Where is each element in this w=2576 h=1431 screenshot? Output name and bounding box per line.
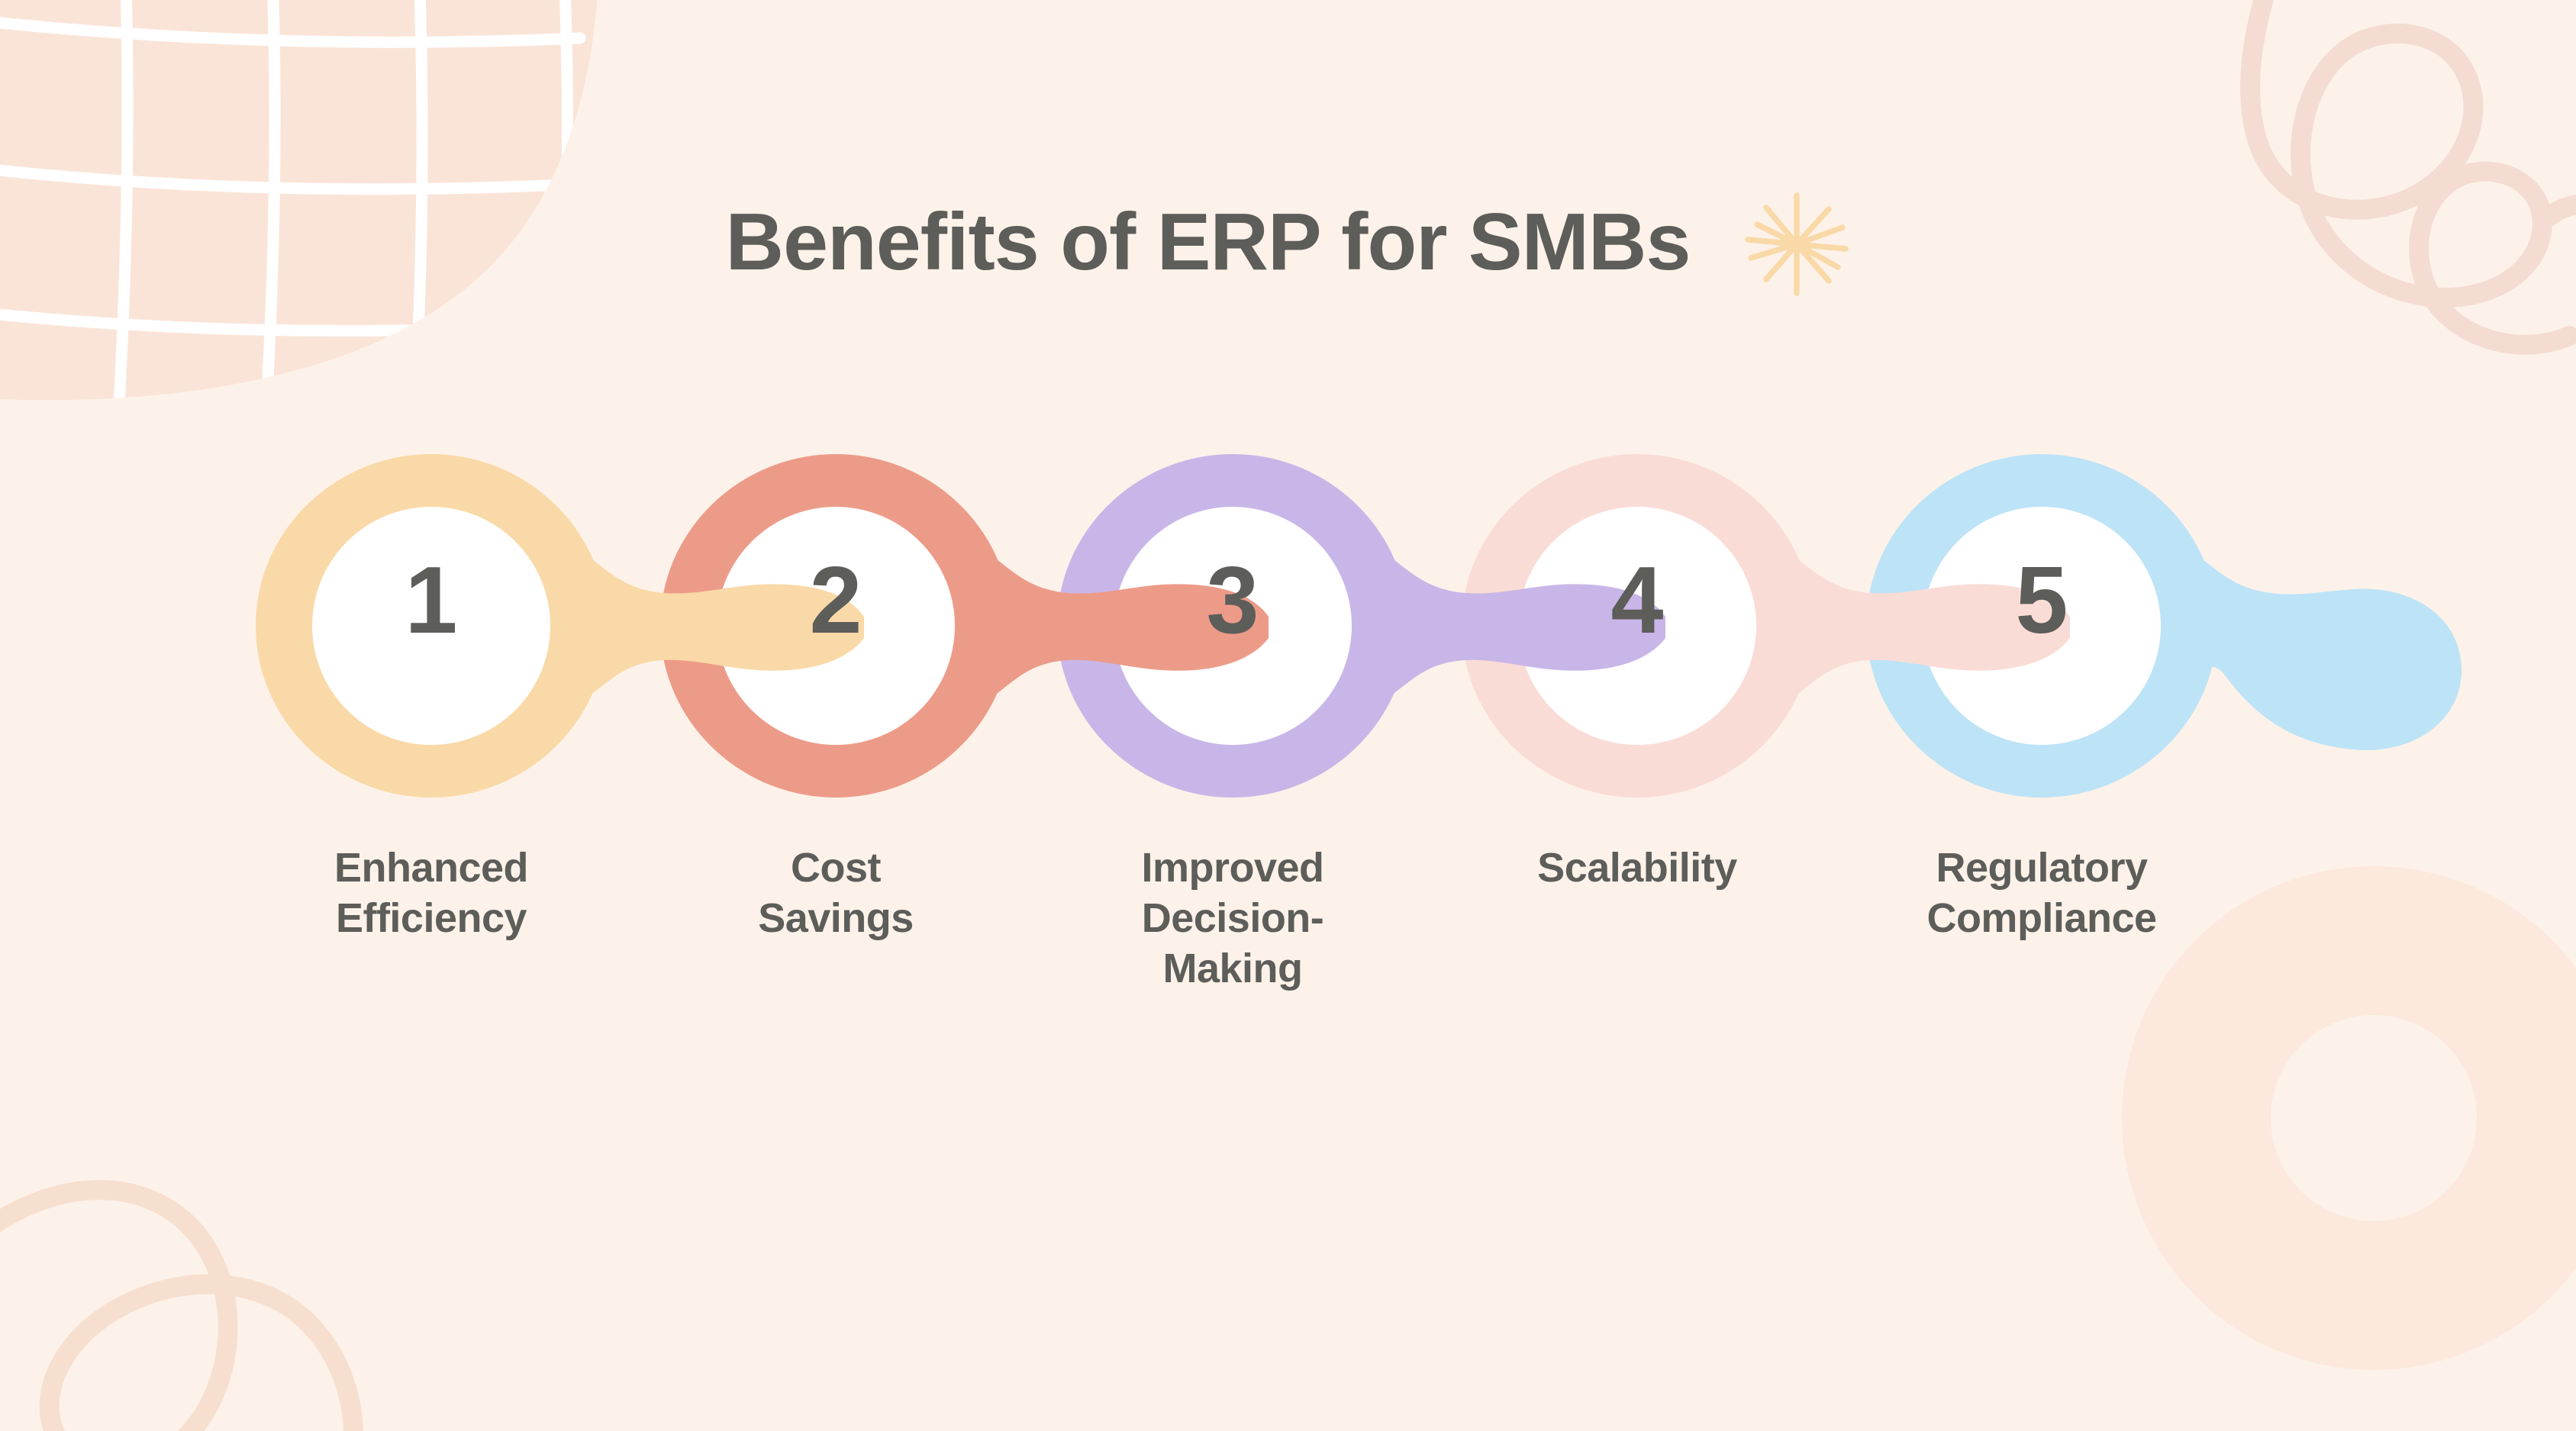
- step-number-5: 5: [2015, 548, 2068, 653]
- step-blob-1[interactable]: [256, 454, 864, 798]
- step-number-1: 1: [405, 548, 458, 653]
- step-label-4-line-1: Scalability: [1537, 845, 1737, 891]
- step-label-5-line-1: Regulatory: [1936, 845, 2148, 891]
- step-label-5-line-2: Compliance: [1926, 894, 2157, 941]
- step-labels: Enhanced Efficiency Cost Savings Improve…: [0, 843, 2576, 1072]
- step-label-4: Scalability: [1477, 843, 1797, 894]
- step-number-2: 2: [809, 548, 862, 653]
- step-label-2-line-2: Savings: [758, 894, 914, 941]
- sparkle-icon: [1745, 192, 1849, 296]
- step-label-2: Cost Savings: [675, 843, 996, 944]
- step-label-1: Enhanced Efficiency: [271, 843, 592, 944]
- step-number-4: 4: [1610, 548, 1664, 653]
- step-label-1-line-1: Enhanced: [334, 845, 529, 891]
- page-title: Benefits of ERP for SMBs: [725, 197, 1691, 287]
- step-label-1-line-2: Efficiency: [335, 894, 527, 941]
- step-label-3-line-2: Decision-: [1141, 894, 1324, 941]
- step-label-5: Regulatory Compliance: [1881, 843, 2202, 944]
- step-label-3-line-3: Making: [1162, 945, 1303, 991]
- step-blobs: [256, 454, 2462, 798]
- title-row: Benefits of ERP for SMBs: [0, 177, 2576, 307]
- step-label-2-line-1: Cost: [791, 845, 882, 891]
- step-label-3: Improved Decision- Making: [1072, 843, 1393, 994]
- steps-row: 1 2 3 4 5: [0, 450, 2576, 801]
- bottom-left-loop-decoration: [0, 1180, 363, 1431]
- step-number-3: 3: [1206, 548, 1259, 653]
- step-label-3-line-1: Improved: [1141, 845, 1324, 891]
